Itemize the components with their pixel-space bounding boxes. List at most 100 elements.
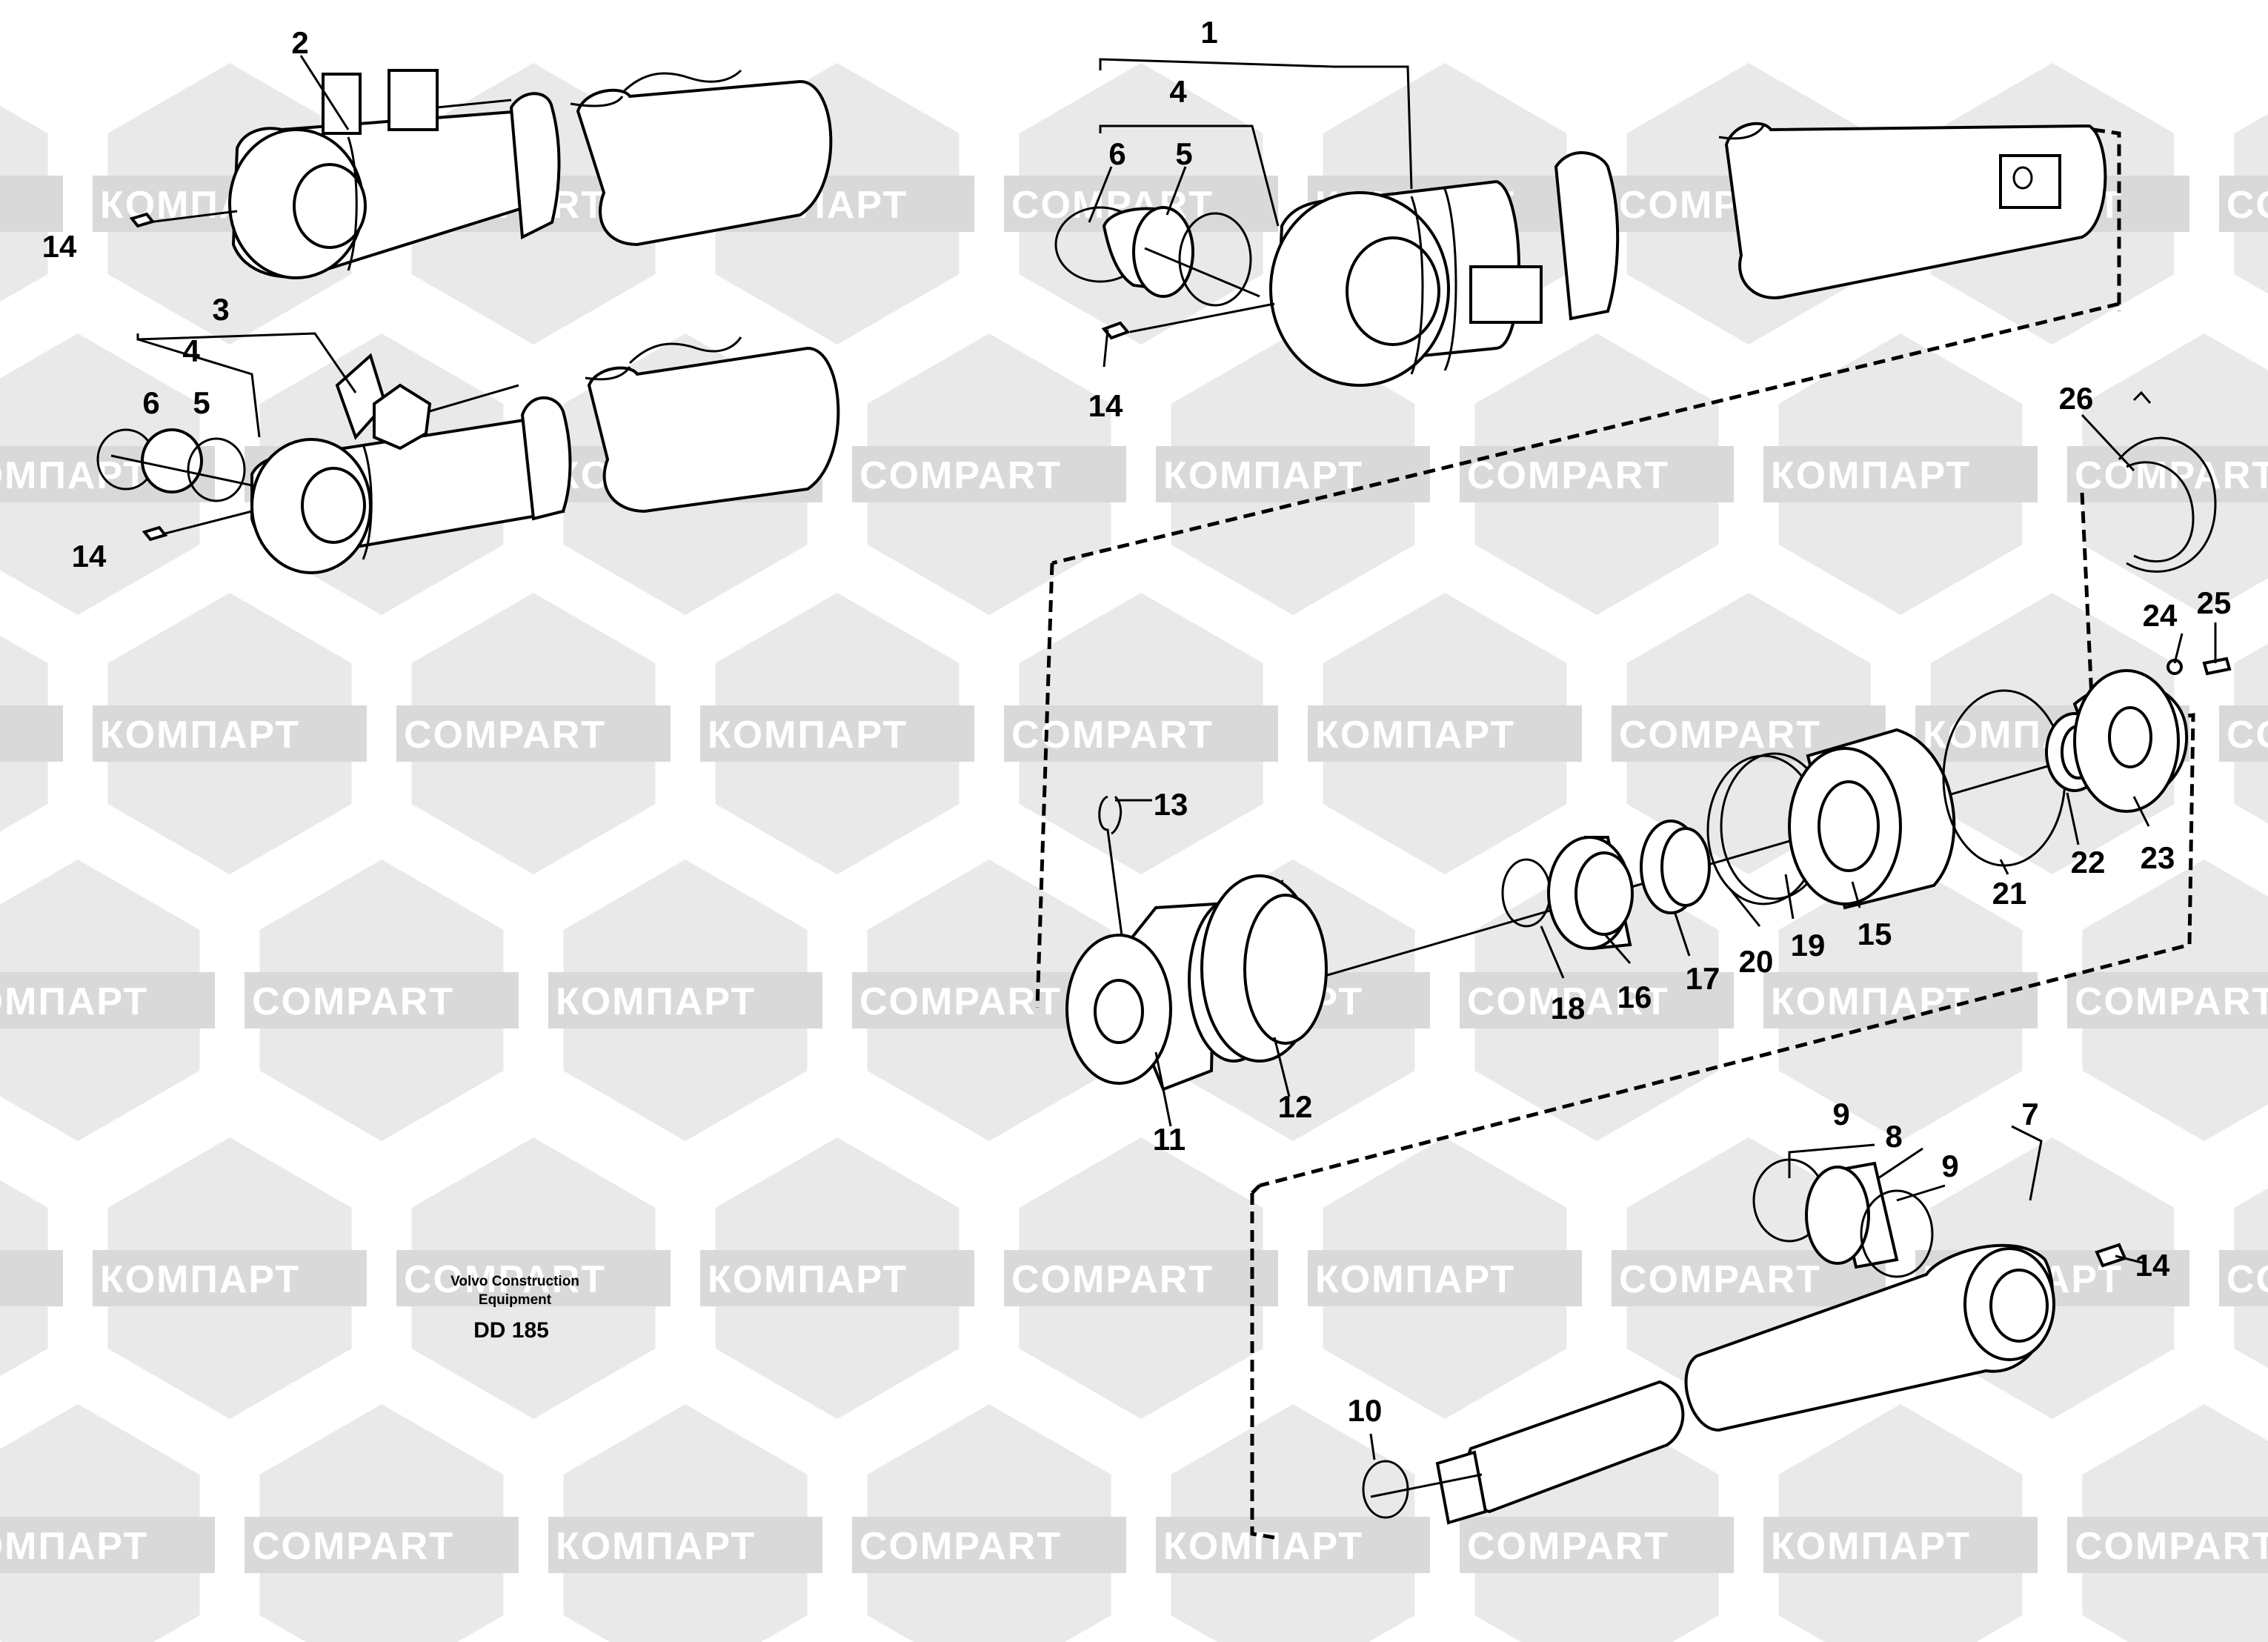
callout-13: 13 [1154, 787, 1188, 822]
watermark-text: COMPART [404, 714, 606, 757]
watermark-text: КОМПАРТ [0, 980, 148, 1023]
callout-4-left: 4 [182, 333, 200, 368]
watermark-text: COMPART [2075, 1525, 2268, 1568]
caption-drawing-code: DD 185 [473, 1318, 549, 1343]
watermark-text: COMPART [2227, 714, 2268, 757]
watermark-text: КОМПАРТ [100, 1258, 300, 1301]
watermark-text: COMPART [1619, 714, 1821, 757]
watermark-band [2067, 446, 2268, 502]
watermark-band [700, 1250, 974, 1306]
cylinder-tube-variant-2 [129, 69, 833, 279]
callout-9-right: 9 [1941, 1149, 1958, 1183]
watermark-text: КОМПАРТ [100, 714, 300, 757]
watermark-band [1004, 1250, 1278, 1306]
callout-22: 22 [2071, 845, 2106, 880]
callout-6-right: 6 [1108, 136, 1125, 171]
watermark-band [1308, 705, 1582, 762]
callout-16: 16 [1617, 980, 1652, 1014]
watermark-text: COMPART [1011, 714, 1214, 757]
piston-rod-assembly [1362, 1158, 2127, 1525]
callout-14-top-left: 14 [42, 229, 77, 264]
watermark-text: COMPART [2075, 980, 2268, 1023]
watermark-band [0, 176, 63, 232]
piston-assembly [1065, 390, 2232, 1091]
callout-5-left: 5 [193, 385, 210, 420]
caption-manufacturer-line2: Equipment [479, 1292, 552, 1308]
watermark-text: КОМПАРТ [1771, 980, 1971, 1023]
watermark-band [1763, 1517, 2038, 1573]
watermark-band [93, 705, 367, 762]
watermark-band [1156, 446, 1430, 502]
watermark-band [1460, 1517, 1734, 1573]
callout-labels: 2 14 3 4 6 5 14 1 4 6 5 14 26 24 25 13 2… [42, 15, 2232, 1428]
watermark-band [548, 972, 822, 1028]
callout-25: 25 [2197, 585, 2232, 620]
watermark-text: COMPART [1467, 1525, 1669, 1568]
watermark-text: COMPART [859, 980, 1062, 1023]
callout-24: 24 [2143, 598, 2178, 633]
callout-17: 17 [1686, 961, 1720, 996]
watermark-text: КОМПАРТ [1771, 1525, 1971, 1568]
callout-leaders [136, 55, 2217, 1460]
callout-11: 11 [1153, 1122, 1185, 1157]
watermark-text: КОМПАРТ [708, 1258, 908, 1301]
watermark-text: КОМПАРТ [556, 980, 756, 1023]
watermark-text: КОМПАРТ [1771, 454, 1971, 497]
callout-23: 23 [2141, 840, 2175, 875]
callout-18: 18 [1551, 991, 1586, 1026]
watermark-text: COMPART [2227, 184, 2268, 227]
watermark-text: КОМПАРТ [556, 1525, 756, 1568]
watermark-band [1004, 705, 1278, 762]
watermark-text: COMPART [2227, 1258, 2268, 1301]
watermark-band [2219, 705, 2268, 762]
callout-12: 12 [1278, 1089, 1313, 1124]
watermark-text: КОМПАРТ [0, 1525, 148, 1568]
watermark-band [396, 1250, 671, 1306]
watermark-band [0, 1517, 215, 1573]
callout-2: 2 [291, 25, 308, 60]
watermark-band [852, 1517, 1126, 1573]
callout-1: 1 [1200, 15, 1217, 50]
callout-10: 10 [1348, 1393, 1383, 1428]
callout-4-right: 4 [1169, 74, 1187, 109]
caption-manufacturer-line1: Volvo Construction [450, 1274, 579, 1289]
watermark-band [0, 972, 215, 1028]
watermark-text: COMPART [1467, 980, 1669, 1023]
assembly-dashed-connectors [1035, 302, 2195, 1540]
watermark-band [2067, 972, 2268, 1028]
watermark-band [2067, 1517, 2268, 1573]
watermark-text: КОМПАРТ [0, 454, 148, 497]
callout-8: 8 [1885, 1119, 1902, 1154]
diagram-caption: Volvo Construction Equipment DD 185 [450, 1274, 579, 1343]
watermark-band [852, 446, 1126, 502]
cylinder-tube-assembly-1 [1054, 122, 2121, 387]
watermark-band [1460, 446, 1734, 502]
watermark-text: КОМПАРТ [708, 714, 908, 757]
watermark-band [0, 705, 63, 762]
callout-20: 20 [1739, 944, 1774, 979]
watermark-text: COMPART [2075, 454, 2268, 497]
watermark-text: COMPART [1011, 1258, 1214, 1301]
callout-14-mid-left: 14 [72, 539, 107, 574]
watermark-text: COMPART [859, 1525, 1062, 1568]
watermark-band [700, 705, 974, 762]
callout-9-left: 9 [1832, 1097, 1849, 1131]
watermark-text: COMPART [1467, 454, 1669, 497]
callout-14-bottom-right: 14 [2135, 1248, 2170, 1283]
watermark-band [1460, 972, 1734, 1028]
watermark-band [1308, 1250, 1582, 1306]
callout-19: 19 [1791, 928, 1826, 963]
watermark-text: COMPART [252, 1525, 454, 1568]
callout-6-left: 6 [142, 385, 159, 420]
watermark-band [396, 705, 671, 762]
watermark-band [2219, 176, 2268, 232]
callout-14-top-right: 14 [1088, 388, 1123, 423]
watermark-band [1763, 446, 2038, 502]
callout-5-right: 5 [1175, 136, 1192, 171]
callout-26: 26 [2059, 381, 2094, 416]
callout-7: 7 [2021, 1097, 2038, 1131]
callout-21: 21 [1992, 876, 2027, 911]
watermark-text: КОМПАРТ [1163, 1525, 1363, 1568]
watermark-band [93, 1250, 367, 1306]
